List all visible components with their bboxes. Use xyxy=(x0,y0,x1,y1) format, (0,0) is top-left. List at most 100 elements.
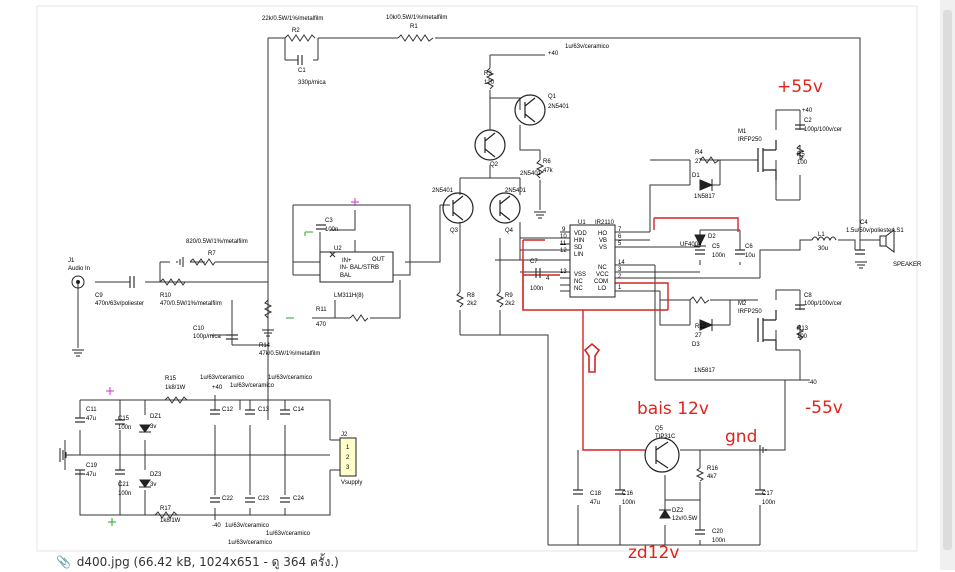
cap-c2 xyxy=(795,124,805,130)
paperclip-icon: 📎 xyxy=(56,555,71,569)
label-q2-ref: Q2 xyxy=(490,162,499,168)
label-c15-ref: C15 xyxy=(118,416,130,422)
u1-pin-lin: LIN xyxy=(574,252,583,258)
cap-c15 xyxy=(115,419,125,425)
u1-pin-nc2: NC xyxy=(574,286,583,292)
cap-c20 xyxy=(695,529,705,535)
label-r15-ref: R15 xyxy=(165,376,177,382)
annotation-gnd: gnd xyxy=(725,427,757,447)
label-ls1-ref: LS1 xyxy=(893,228,904,234)
label-c21-value: 100n xyxy=(118,491,131,497)
diode-d1 xyxy=(699,179,714,191)
label-c9-ref: C9 xyxy=(95,293,103,299)
transistor-symbols xyxy=(442,94,777,473)
cap-c6 xyxy=(735,249,745,255)
u1-pin-hin: HIN xyxy=(574,238,584,244)
highlight-arrow xyxy=(583,342,601,373)
label-r6-value: 47k xyxy=(543,168,554,174)
attachment-caption: 📎 d400.jpg (66.42 kB, 1024x651 - ดู 364 … xyxy=(56,553,339,572)
label-r2-ref: R2 xyxy=(292,28,300,34)
u1-pin-14: 14 xyxy=(618,260,625,266)
diode-d3 xyxy=(699,319,714,331)
label-d1-ref: D1 xyxy=(692,173,700,179)
resistor-r9 xyxy=(495,291,505,308)
supply-markers xyxy=(106,198,359,526)
label-l1-ref: L1 xyxy=(818,232,825,238)
u1-pin-3: 3 xyxy=(618,267,622,273)
label-c14-note: 1u/63v/ceramico xyxy=(268,375,313,381)
label-l1-value: 30u xyxy=(818,246,828,252)
label-q2-value: 2N5401 xyxy=(520,171,542,177)
annotation-minus55: -55v xyxy=(805,398,843,418)
label-dz2-ref: DZ2 xyxy=(672,508,684,514)
resistor-r17 xyxy=(154,511,178,519)
label-d3-value: 1N5817 xyxy=(694,368,716,374)
label-c22-note: 1u/63v/ceramico xyxy=(225,523,270,529)
label-m2-ref: M2 xyxy=(738,301,747,307)
label-rail-top: +40 xyxy=(548,51,559,57)
label-c16-value: 100n xyxy=(622,500,635,506)
label-r11-value: 470 xyxy=(316,322,327,328)
resistor-r15 xyxy=(164,396,188,404)
label-r17-ref: R17 xyxy=(160,506,172,512)
label-sup-neg: -40 xyxy=(212,523,221,529)
label-r4-value: 27 xyxy=(695,159,702,165)
attachment-filename-link[interactable]: d400.jpg xyxy=(76,555,130,569)
label-c3-ref: C3 xyxy=(325,218,333,224)
zener-dz1 xyxy=(139,424,151,433)
cap-c9 xyxy=(129,276,135,288)
label-u2-value: LM311H(8) xyxy=(334,293,364,299)
label-q5-ref: Q5 xyxy=(655,426,664,432)
label-r5-value: 100 xyxy=(797,160,808,166)
annotation-bias: bais 12v xyxy=(637,399,709,419)
label-u1-value: IR2110 xyxy=(595,220,615,226)
label-c6-ref: C6 xyxy=(745,244,753,250)
resistor-r13 xyxy=(795,324,805,341)
resistor-r8 xyxy=(455,291,465,308)
label-r9-value: 2k2 xyxy=(505,301,515,307)
inductor-l1 xyxy=(811,236,837,242)
scrollbar-thumb[interactable] xyxy=(943,10,952,550)
cap-c10 xyxy=(226,334,238,340)
label-r15-value: 1k8/1W xyxy=(165,385,186,391)
label-ls1-value: SPEAKER xyxy=(893,262,922,268)
label-c11-ref: C11 xyxy=(86,407,97,413)
resistor-r2 xyxy=(284,34,316,42)
ground-symbols xyxy=(59,211,867,462)
resistor-r6 xyxy=(535,159,545,179)
cap-c8 xyxy=(795,304,805,310)
label-c10-ref: C10 xyxy=(193,326,205,332)
label-r7-value: 820/0.5W/1%/metalfilm xyxy=(186,239,248,245)
label-c21-ref: C21 xyxy=(118,482,130,488)
label-m1-value: IRFP250 xyxy=(738,137,762,143)
ic-symbols xyxy=(71,224,895,477)
cap-c13 xyxy=(245,409,255,415)
red-annotations: +55v -55v bais 12v gnd zd12v xyxy=(628,77,843,563)
label-c3-value: 100n xyxy=(325,227,338,233)
u1-pin-12: 12 xyxy=(560,248,567,254)
u1-pin-vcc: VCC xyxy=(596,272,609,278)
u1-pin-1: 1 xyxy=(618,285,622,291)
label-c7-ref: C7 xyxy=(530,259,538,265)
label-u2-bal: BAL xyxy=(340,273,352,279)
resistor-r7 xyxy=(189,258,216,266)
resistor-r16 xyxy=(695,467,705,482)
resistor-r14 xyxy=(263,299,273,319)
u1-pin-vss: VSS xyxy=(574,272,586,278)
jack-j1 xyxy=(71,275,85,289)
label-r16-value: 4k7 xyxy=(707,474,717,480)
label-q5-value: TIP31C xyxy=(655,434,676,440)
label-dz3-ref: DZ3 xyxy=(150,472,162,478)
label-rail-pos: +40 xyxy=(802,108,813,114)
zener-dz3 xyxy=(139,479,151,488)
label-c18-value: 47u xyxy=(590,500,600,506)
transistor-q2 xyxy=(474,129,506,161)
label-rail-neg: -40 xyxy=(808,380,817,386)
label-c11-value: 47u xyxy=(86,416,96,422)
label-c14-ref: C14 xyxy=(293,407,305,413)
label-r12-value: 27 xyxy=(695,333,702,339)
resistor-r12 xyxy=(689,296,710,304)
diode-symbols xyxy=(139,179,714,519)
label-c6-value: 10u xyxy=(745,253,755,259)
u1-pin-sd: SD xyxy=(574,245,583,251)
